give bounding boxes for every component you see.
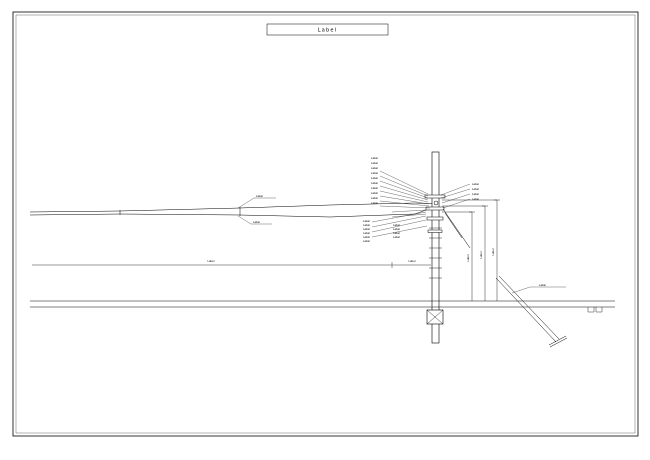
stay-wire-callout <box>511 286 566 294</box>
drawing-title: Label <box>318 28 338 34</box>
callout-ul-10: Label <box>371 201 378 205</box>
callout-ll-4: Label <box>363 231 370 235</box>
lower-right-callout-text: Label Label Label Label <box>393 223 400 239</box>
callout-ul-1: Label <box>371 156 378 160</box>
overhead-wire <box>29 202 438 218</box>
callout-rt-4: Label <box>472 197 479 201</box>
title-block: Label <box>266 23 389 36</box>
dim-height-3: Label <box>491 248 495 255</box>
lower-right-callouts <box>391 209 427 218</box>
lower-left-callouts <box>371 211 428 238</box>
callout-ll-5: Label <box>363 235 370 239</box>
callout-ul-5: Label <box>371 176 378 180</box>
stay-wire <box>442 208 568 348</box>
pole-hardware <box>424 194 446 233</box>
callout-rt-1: Label <box>472 182 479 186</box>
callout-rt-2: Label <box>472 187 479 191</box>
height-dimensions <box>442 199 500 301</box>
dim-height-1: Label <box>466 254 470 261</box>
callout-lr-4: Label <box>393 235 400 239</box>
callout-lr-3: Label <box>393 231 400 235</box>
callout-lr-1: Label <box>393 223 400 227</box>
stay-wire-label: Label <box>539 283 546 287</box>
upper-left-callouts <box>379 170 431 209</box>
callout-ul-4: Label <box>371 171 378 175</box>
callout-ul-3: Label <box>371 166 378 170</box>
lower-left-callout-text: Label Label Label Label Label Label <box>363 219 370 243</box>
callout-ul-6: Label <box>371 181 378 185</box>
callout-ll-3: Label <box>363 227 370 231</box>
right-top-callout-text: Label Label Label Label <box>472 182 479 201</box>
callout-lr-2: Label <box>393 227 400 231</box>
upper-left-callout-text: Label Label Label Label Label Label Labe… <box>371 156 378 205</box>
clearance-dimension <box>32 262 431 268</box>
drawing-frame <box>12 11 639 437</box>
ground-span-label: Label <box>208 259 215 263</box>
callout-rt-3: Label <box>472 192 479 196</box>
callout-ul-7: Label <box>371 186 378 190</box>
callout-ll-6: Label <box>363 239 370 243</box>
left-callouts <box>237 197 276 225</box>
callout-ll-1: Label <box>363 219 370 223</box>
left-span-upper-label: Label <box>256 194 263 198</box>
left-span-lower-label: Label <box>253 220 260 224</box>
ground-offset-label: Label <box>409 259 416 263</box>
dim-height-2: Label <box>479 251 483 258</box>
callout-ll-2: Label <box>363 223 370 227</box>
callout-ul-8: Label <box>371 191 378 195</box>
callout-ul-9: Label <box>371 196 378 200</box>
callout-ul-2: Label <box>371 161 378 165</box>
ground-level <box>30 300 615 313</box>
right-top-callouts <box>440 183 471 209</box>
utility-pole <box>426 151 444 344</box>
